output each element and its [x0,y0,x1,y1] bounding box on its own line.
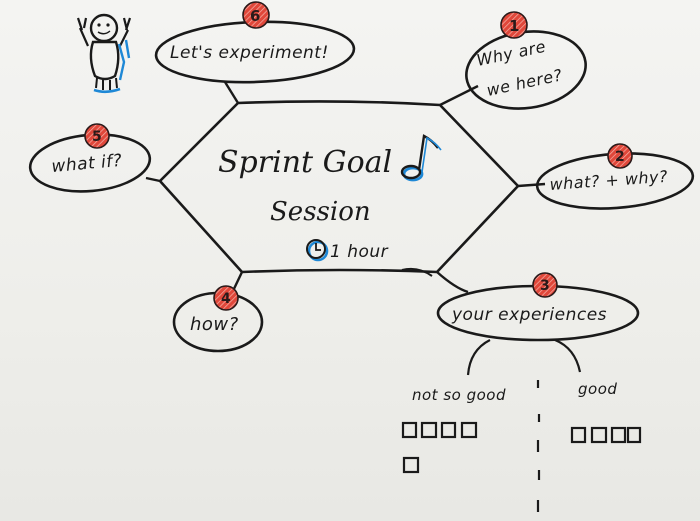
good-cards [570,426,642,444]
badge-5: 5 [84,123,110,149]
center-title-line2: Session [270,197,371,227]
svg-text:6: 6 [250,7,260,25]
node-how: how? [172,271,264,353]
node-what-why-label: what? + why? [549,167,669,194]
badge-1: 1 [500,11,528,39]
stick-figure-icon [76,13,132,94]
experiences-split: not so good good [412,338,617,512]
center-title-line1: Sprint Goal [218,145,392,180]
good-label: good [578,380,617,398]
node-why-line2: we here? [485,65,564,100]
node-lets-experiment-label: Let's experiment! [170,43,329,63]
center-hexagon [158,100,520,274]
music-note-icon [400,134,442,182]
svg-text:4: 4 [221,291,231,307]
node-what-why: what? + why? [517,152,695,210]
node-why-line1: Why are [475,37,548,70]
clock-icon [306,239,329,262]
badge-6: 6 [242,1,270,29]
node-how-label: how? [190,314,239,335]
badge-2: 2 [607,143,633,169]
svg-text:2: 2 [615,149,625,165]
badge-3: 3 [532,272,558,298]
svg-text:3: 3 [540,278,550,294]
node-lets-experiment: Let's experiment! [154,20,356,104]
svg-text:1: 1 [509,17,519,35]
duration-label: 1 hour [330,242,389,262]
node-your-experiences-label: your experiences [451,305,607,325]
svg-text:5: 5 [92,129,102,145]
node-what-if-label: what if? [51,151,123,177]
not-so-good-cards [401,421,478,474]
node-your-experiences: your experiences [401,267,640,342]
badge-4: 4 [213,285,239,311]
not-so-good-label: not so good [412,386,506,404]
